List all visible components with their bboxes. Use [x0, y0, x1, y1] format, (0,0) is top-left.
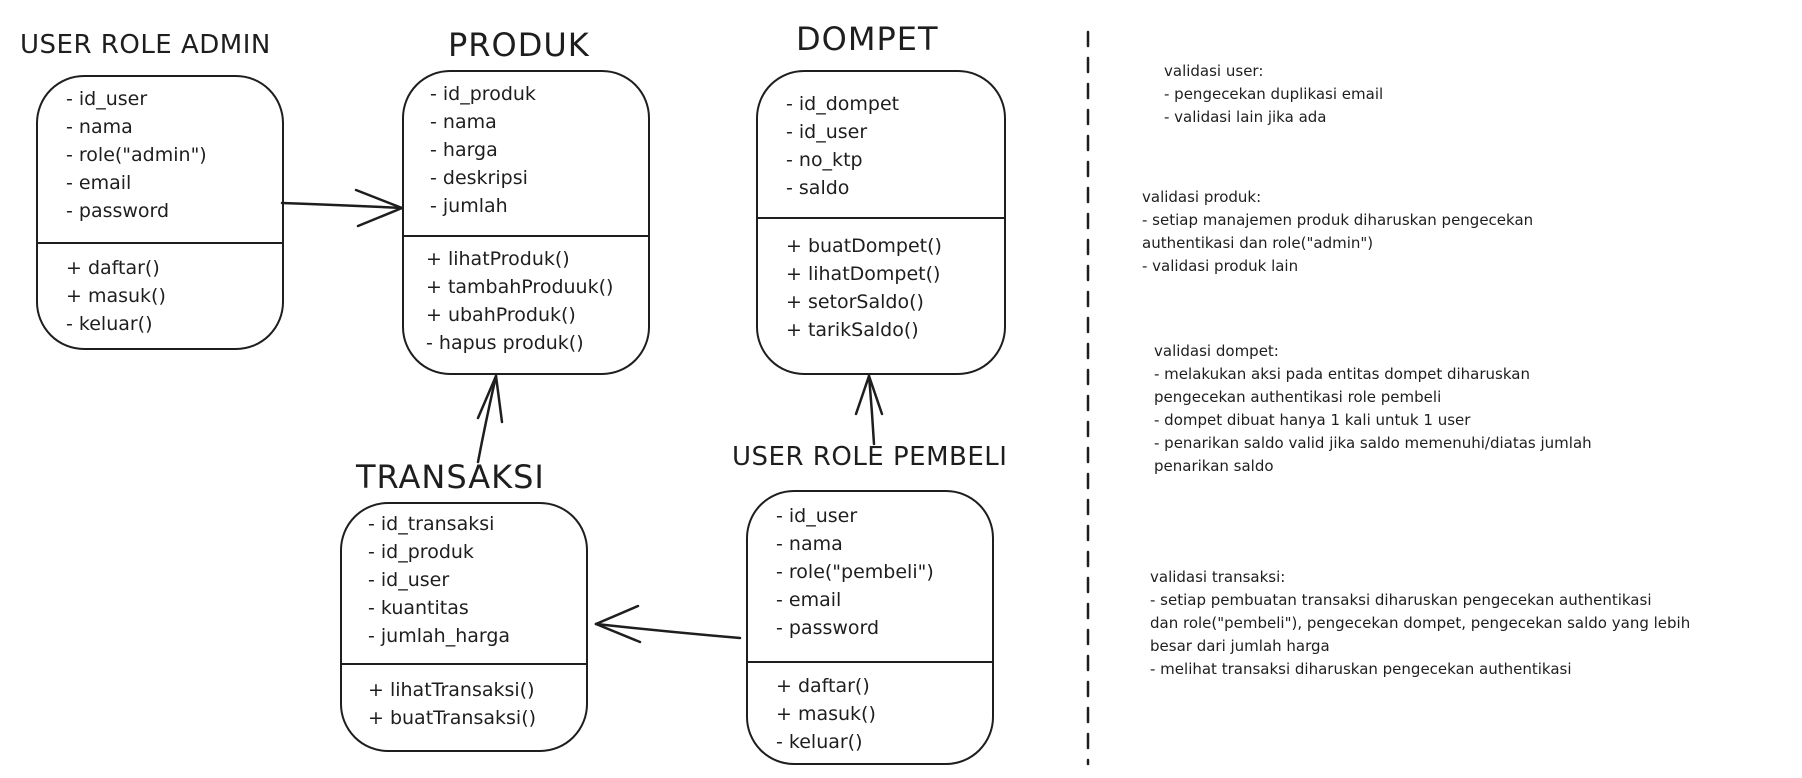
dompet-attribute: - no_ktp — [786, 149, 863, 171]
admin-methods: + daftar() + masuk() - keluar() — [38, 254, 282, 338]
note-validasi-dompet: validasi dompet: - melakukan aksi pada e… — [1154, 340, 1592, 478]
produk-attribute: - nama — [430, 111, 497, 133]
pembeli-attribute: - password — [776, 617, 880, 639]
dompet-method: + buatDompet() — [786, 235, 942, 257]
dompet-attribute: - id_dompet — [786, 93, 900, 115]
dompet-attributes: - id_dompet - id_user - no_ktp - saldo — [758, 90, 1004, 202]
admin-method: + daftar() — [66, 257, 160, 279]
note-produk-title: validasi produk: — [1142, 188, 1262, 206]
pembeli-divider — [748, 661, 992, 663]
transaksi-attribute: - id_produk — [368, 541, 474, 563]
transaksi-divider — [342, 663, 586, 665]
produk-attribute: - deskripsi — [430, 167, 528, 189]
transaksi-attributes: - id_transaksi - id_produk - id_user - k… — [342, 510, 586, 650]
pembeli-method: + masuk() — [776, 703, 876, 725]
dompet-class-title: DOMPET — [796, 20, 939, 58]
produk-class-title: PRODUK — [448, 26, 590, 64]
pembeli-methods: + daftar() + masuk() - keluar() — [748, 672, 992, 756]
dompet-class-box: - id_dompet - id_user - no_ktp - saldo +… — [756, 70, 1006, 375]
admin-class-box: - id_user - nama - role("admin") - email… — [36, 75, 284, 350]
admin-attribute: - id_user — [66, 88, 148, 110]
pembeli-attribute: - role("pembeli") — [776, 561, 934, 583]
note-dompet-line: penarikan saldo — [1154, 457, 1274, 475]
note-transaksi-line: besar dari jumlah harga — [1150, 637, 1330, 655]
note-dompet-title: validasi dompet: — [1154, 342, 1279, 360]
note-produk-line: - validasi produk lain — [1142, 257, 1299, 275]
produk-method: + lihatProduk() — [426, 248, 570, 270]
transaksi-class-title: TRANSAKSI — [356, 458, 545, 496]
arrow-pembeli-to-dompet — [854, 374, 884, 446]
dompet-method: + setorSaldo() — [786, 291, 924, 313]
note-dompet-line: pengecekan authentikasi role pembeli — [1154, 388, 1442, 406]
note-dompet-line: - dompet dibuat hanya 1 kali untuk 1 use… — [1154, 411, 1471, 429]
produk-class-box: - id_produk - nama - harga - deskripsi -… — [402, 70, 650, 375]
arrow-transaksi-to-produk — [476, 374, 504, 464]
produk-method: + ubahProduk() — [426, 304, 576, 326]
produk-divider — [404, 235, 648, 237]
note-user-line: - validasi lain jika ada — [1164, 108, 1327, 126]
note-transaksi-line: - melihat transaksi diharuskan pengeceka… — [1150, 660, 1572, 678]
dompet-methods: + buatDompet() + lihatDompet() + setorSa… — [758, 232, 1004, 344]
produk-attribute: - harga — [430, 139, 498, 161]
admin-method: - keluar() — [66, 313, 153, 335]
pembeli-class-title: USER ROLE PEMBELI — [732, 442, 1008, 472]
produk-attribute: - id_produk — [430, 83, 536, 105]
admin-attribute: - email — [66, 172, 132, 194]
produk-attributes: - id_produk - nama - harga - deskripsi -… — [404, 80, 648, 220]
produk-method: + tambahProduuk() — [426, 276, 614, 298]
note-produk-line: authentikasi dan role("admin") — [1142, 234, 1374, 252]
pembeli-attribute: - id_user — [776, 505, 858, 527]
admin-attributes: - id_user - nama - role("admin") - email… — [38, 85, 282, 225]
transaksi-attribute: - kuantitas — [368, 597, 469, 619]
dompet-method: + lihatDompet() — [786, 263, 941, 285]
note-dompet-line: - melakukan aksi pada entitas dompet dih… — [1154, 365, 1530, 383]
note-validasi-user: validasi user: - pengecekan duplikasi em… — [1164, 60, 1383, 129]
arrow-admin-to-produk — [280, 188, 404, 228]
transaksi-method: + lihatTransaksi() — [368, 679, 535, 701]
produk-attribute: - jumlah — [430, 195, 508, 217]
pembeli-attributes: - id_user - nama - role("pembeli") - ema… — [748, 502, 992, 642]
pembeli-method: + daftar() — [776, 675, 870, 697]
arrow-pembeli-to-transaksi — [594, 604, 742, 644]
transaksi-attribute: - id_transaksi — [368, 513, 495, 535]
admin-method: + masuk() — [66, 285, 166, 307]
note-dompet-line: - penarikan saldo valid jika saldo memen… — [1154, 434, 1592, 452]
transaksi-attribute: - jumlah_harga — [368, 625, 511, 647]
admin-attribute: - password — [66, 200, 170, 222]
dompet-divider — [758, 217, 1004, 219]
dompet-attribute: - saldo — [786, 177, 850, 199]
pembeli-attribute: - email — [776, 589, 842, 611]
transaksi-class-box: - id_transaksi - id_produk - id_user - k… — [340, 502, 588, 752]
produk-methods: + lihatProduk() + tambahProduuk() + ubah… — [404, 245, 648, 357]
note-validasi-transaksi: validasi transaksi: - setiap pembuatan t… — [1150, 566, 1690, 681]
admin-divider — [38, 242, 282, 244]
transaksi-method: + buatTransaksi() — [368, 707, 537, 729]
admin-attribute: - nama — [66, 116, 133, 138]
pembeli-method: - keluar() — [776, 731, 863, 753]
produk-method: - hapus produk() — [426, 332, 584, 354]
admin-class-title: USER ROLE ADMIN — [20, 30, 271, 60]
dompet-attribute: - id_user — [786, 121, 868, 143]
note-transaksi-title: validasi transaksi: — [1150, 568, 1286, 586]
transaksi-attribute: - id_user — [368, 569, 450, 591]
note-produk-line: - setiap manajemen produk diharuskan pen… — [1142, 211, 1534, 229]
pembeli-attribute: - nama — [776, 533, 843, 555]
dompet-method: + tarikSaldo() — [786, 319, 919, 341]
note-validasi-produk: validasi produk: - setiap manajemen prod… — [1142, 186, 1533, 278]
note-transaksi-line: - setiap pembuatan transaksi diharuskan … — [1150, 591, 1652, 609]
admin-attribute: - role("admin") — [66, 144, 207, 166]
note-transaksi-line: dan role("pembeli"), pengecekan dompet, … — [1150, 614, 1691, 632]
note-user-title: validasi user: — [1164, 62, 1264, 80]
note-user-line: - pengecekan duplikasi email — [1164, 85, 1384, 103]
transaksi-methods: + lihatTransaksi() + buatTransaksi() — [342, 676, 586, 732]
pembeli-class-box: - id_user - nama - role("pembeli") - ema… — [746, 490, 994, 765]
